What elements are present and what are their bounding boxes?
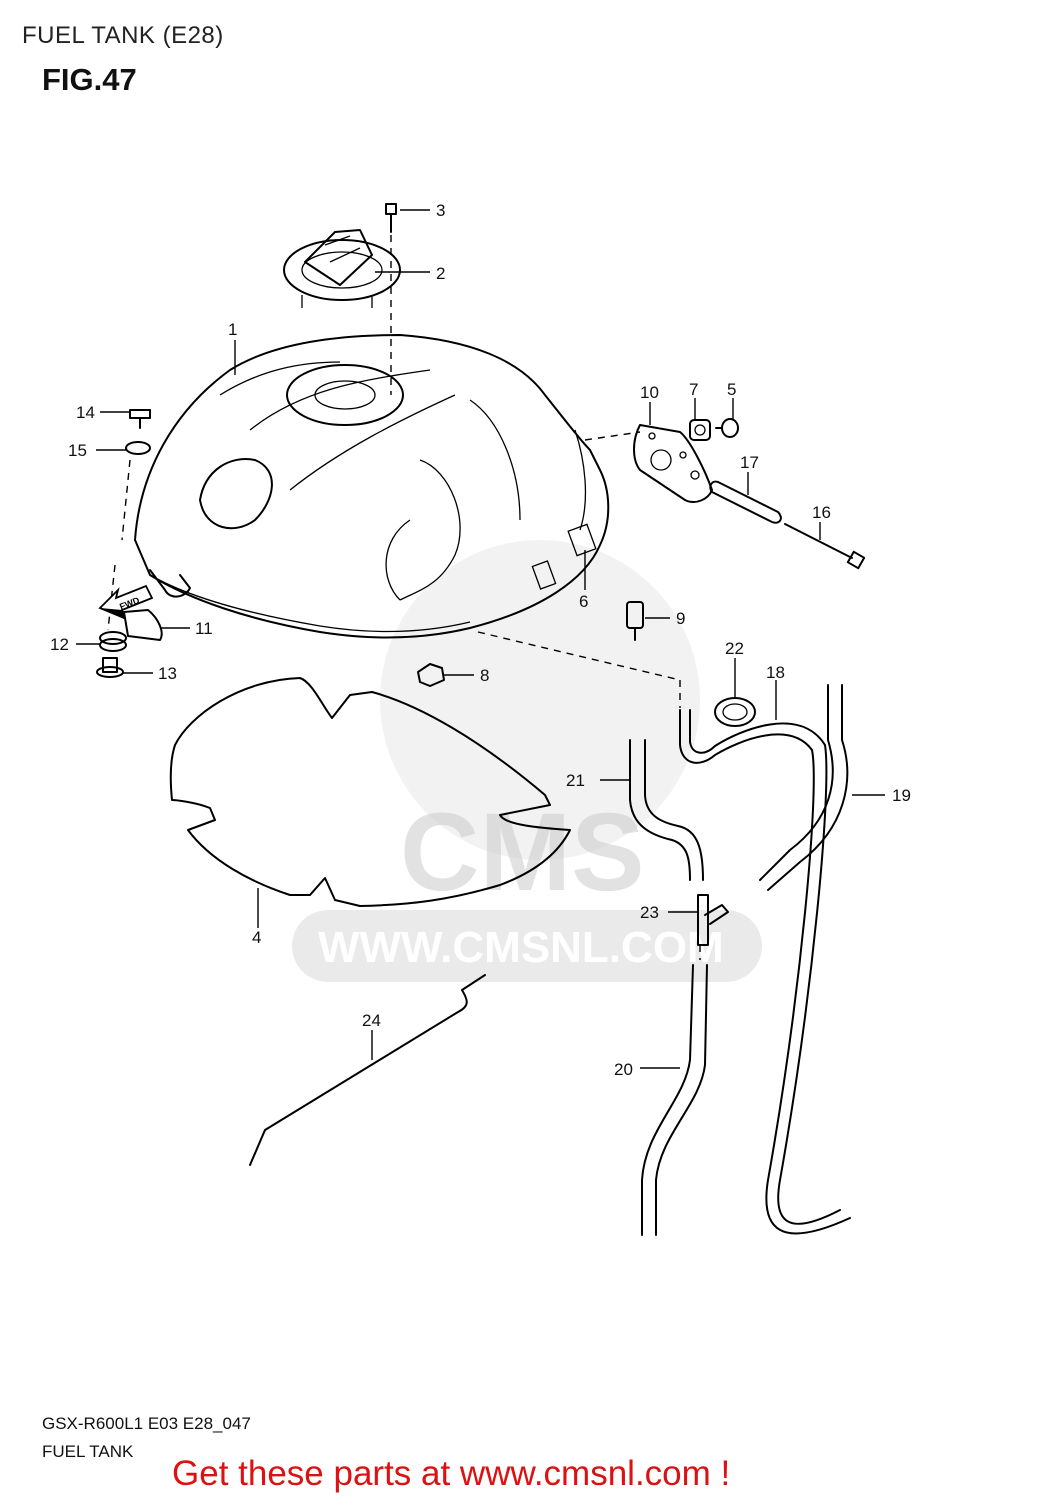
part-number-13: 13 [158, 664, 177, 683]
part-number-5: 5 [727, 380, 736, 399]
t-joint [697, 894, 729, 946]
part-number-16: 16 [812, 503, 831, 522]
clip-8 [417, 663, 445, 687]
wire-24 [249, 974, 486, 1166]
long-bolt [784, 523, 866, 570]
part-number-24: 24 [362, 1011, 381, 1030]
part-number-21: 21 [566, 771, 585, 790]
part-number-8: 8 [480, 666, 489, 685]
bolt-5 [715, 418, 739, 438]
collar [709, 480, 782, 524]
fuel-cap [283, 229, 401, 308]
cap-screw [385, 203, 397, 233]
part-number-12: 12 [50, 635, 69, 654]
part-number-23: 23 [640, 903, 659, 922]
part-number-6: 6 [579, 592, 588, 611]
part-number-11: 11 [195, 619, 213, 638]
part-number-1: 1 [228, 320, 237, 339]
part-number-7: 7 [689, 380, 698, 399]
washer-15 [125, 441, 151, 455]
hose-20 [641, 964, 694, 1236]
figure-number: FIG.47 [42, 62, 137, 97]
model-code: GSX-R600L1 E03 E28_047 [42, 1414, 251, 1433]
part-number-4: 4 [252, 928, 261, 947]
part-number-9: 9 [676, 609, 685, 628]
hose-21 [629, 739, 691, 881]
diagram-caption: FUEL TANK [42, 1442, 134, 1461]
watermark-logo: CMS [400, 791, 644, 914]
forward-arrow-icon: FWD [98, 584, 154, 620]
fitting-9 [626, 601, 644, 641]
cta-link[interactable]: Get these parts at www.cmsnl.com ! [172, 1454, 731, 1493]
part-number-22: 22 [725, 639, 744, 658]
part-number-20: 20 [614, 1060, 633, 1079]
part-number-18: 18 [766, 663, 785, 682]
hose-19 [759, 684, 834, 881]
collar-13 [96, 657, 124, 678]
mount-plate [123, 609, 163, 641]
part-number-17: 17 [740, 453, 759, 472]
fuel-tank [134, 334, 610, 639]
part-number-2: 2 [436, 264, 445, 283]
part-number-15: 15 [68, 441, 87, 460]
part-number-3: 3 [436, 201, 445, 220]
part-number-14: 14 [76, 403, 95, 422]
bolt-14 [129, 409, 151, 429]
hose-18 [679, 709, 851, 1235]
watermark-url: WWW.CMSNL.COM [318, 923, 724, 972]
bracket [633, 424, 713, 503]
cap-22 [714, 697, 756, 727]
watermark: CMS WWW.CMSNL.COM [292, 540, 762, 982]
part-number-19: 19 [892, 786, 911, 805]
cushion-7 [689, 419, 711, 441]
gasket [169, 677, 571, 907]
page-title: FUEL TANK (E28) [22, 22, 224, 49]
part-number-10: 10 [640, 383, 659, 402]
cushion-12 [99, 631, 127, 652]
